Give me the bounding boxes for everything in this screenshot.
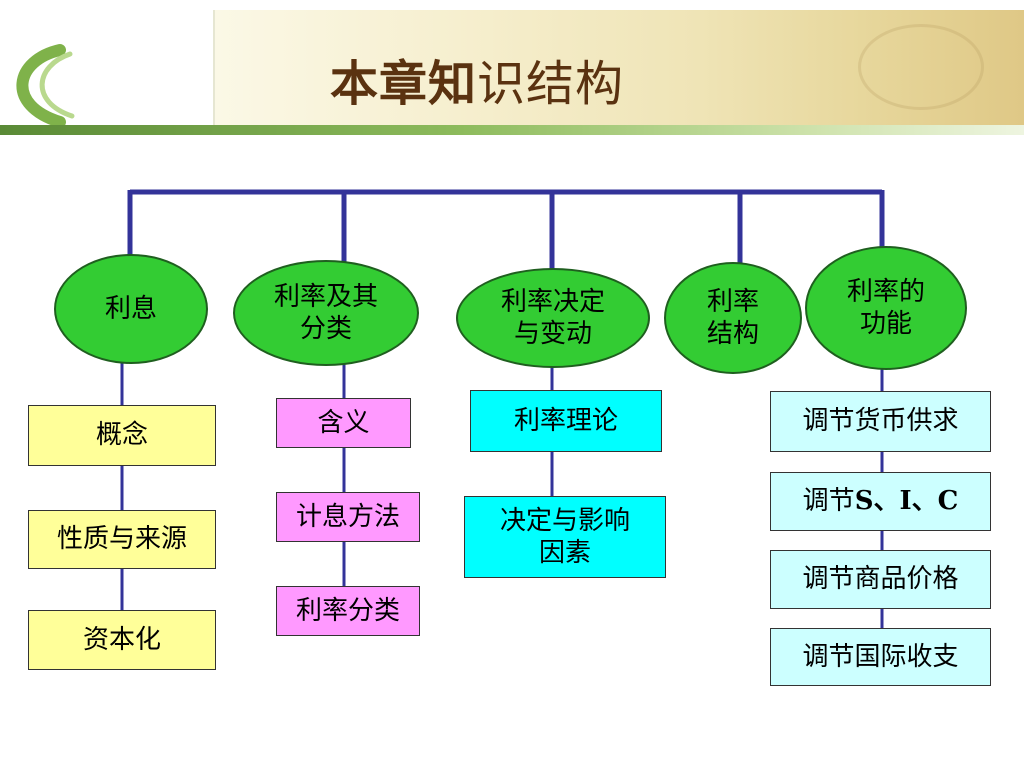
decorative-stamp xyxy=(858,24,984,110)
interest-item-concept: 概念 xyxy=(28,405,216,466)
rate-item-calculation: 计息方法 xyxy=(276,492,420,542)
title-part-regular: 识结构 xyxy=(477,56,625,112)
logo-arc-icon xyxy=(16,44,75,128)
header-divider xyxy=(213,10,215,130)
function-item-sic: 调节S、I、C xyxy=(770,472,991,531)
rate-item-classification: 利率分类 xyxy=(276,586,420,636)
function-item-balance-of-payments: 调节国际收支 xyxy=(770,628,991,686)
category-rate-types: 利率及其分类 xyxy=(233,260,419,366)
determination-item-theory: 利率理论 xyxy=(470,390,662,452)
interest-item-nature-source: 性质与来源 xyxy=(28,510,216,569)
header-rule xyxy=(0,125,1024,135)
category-rate-determination: 利率决定与变动 xyxy=(456,268,650,368)
category-interest-label: 利息 xyxy=(104,293,157,324)
category-rate-functions-label: 利率的功能 xyxy=(846,276,925,340)
page-title: 本章知识结构 xyxy=(330,44,624,114)
category-rate-structure: 利率结构 xyxy=(664,262,802,374)
title-part-bold: 本章知 xyxy=(330,56,478,112)
determination-item-factors: 决定与影响因素 xyxy=(464,496,666,578)
function-item-commodity-price: 调节商品价格 xyxy=(770,550,991,609)
category-rate-types-label: 利率及其分类 xyxy=(273,281,378,345)
rate-item-meaning: 含义 xyxy=(276,398,411,448)
category-rate-determination-label: 利率决定与变动 xyxy=(500,286,605,350)
category-interest: 利息 xyxy=(54,254,208,364)
category-rate-structure-label: 利率结构 xyxy=(706,286,759,350)
interest-item-capitalization: 资本化 xyxy=(28,610,216,670)
category-rate-functions: 利率的功能 xyxy=(805,246,967,370)
function-item-money-supply: 调节货币供求 xyxy=(770,391,991,452)
header-banner xyxy=(215,10,1024,128)
